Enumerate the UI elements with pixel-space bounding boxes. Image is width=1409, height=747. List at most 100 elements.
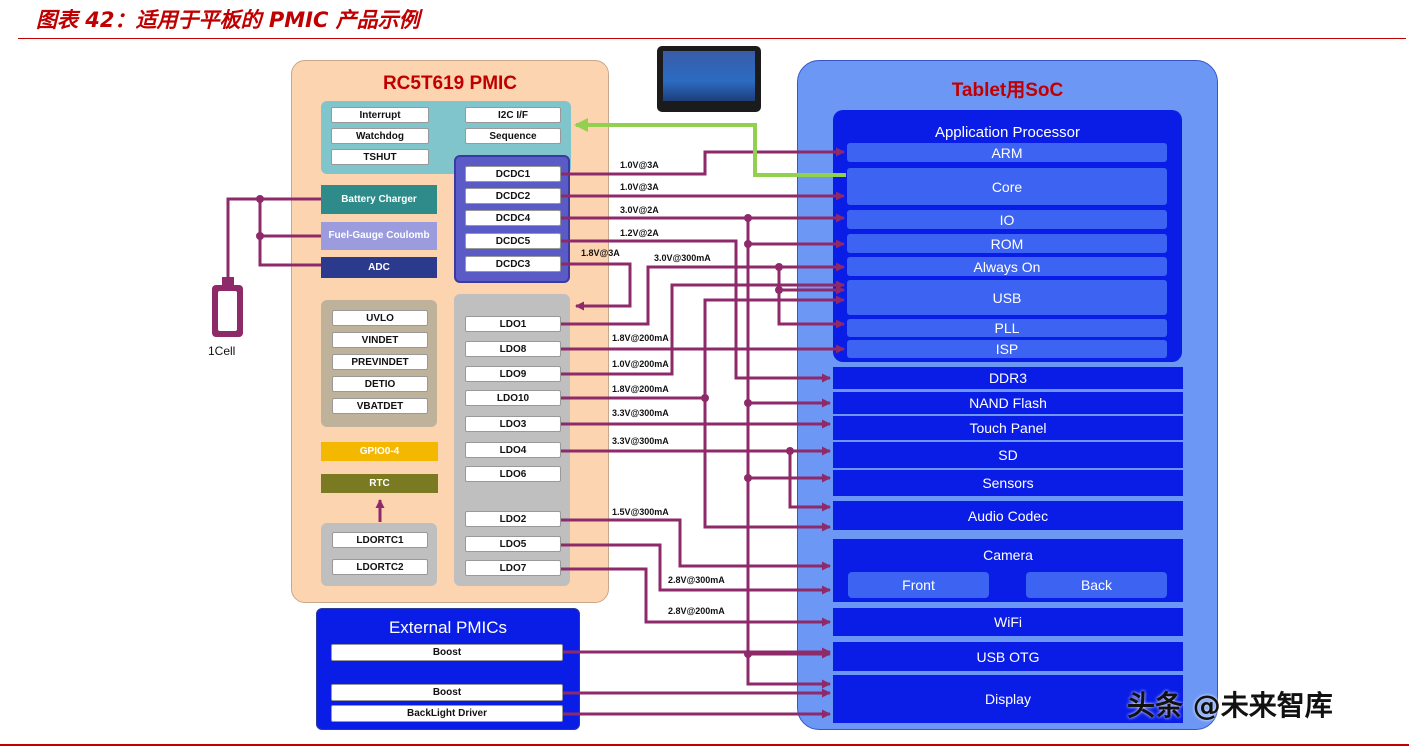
interrupt-block: Interrupt: [331, 107, 429, 123]
camera-front-block: Front: [848, 572, 989, 598]
rail-ldo4: 3.3V@300mA: [612, 436, 669, 446]
wire-ldo9: [561, 280, 845, 376]
rail-ldo2: 1.5V@300mA: [612, 507, 669, 517]
wire-bus-3v: [746, 218, 831, 689]
wire-dcdc5: [561, 239, 831, 383]
node-8: [775, 286, 783, 294]
rail-ldo10: 1.8V@200mA: [612, 384, 669, 394]
ldo8-block: LDO8: [465, 341, 561, 357]
sequence-block: Sequence: [465, 128, 561, 144]
node-10: [786, 447, 794, 455]
io-block: IO: [847, 210, 1167, 229]
ldo3-block: LDO3: [465, 416, 561, 432]
node-4: [744, 240, 752, 248]
node-7: [775, 263, 783, 271]
wire-ldo4-audio: [788, 451, 831, 512]
wire-i2c: [574, 118, 846, 177]
rail-dcdc3: 1.8V@3A: [581, 248, 620, 258]
usb-otg-block: USB OTG: [833, 642, 1183, 671]
cell-label: 1Cell: [208, 344, 236, 358]
tshut-block: TSHUT: [331, 149, 429, 165]
wire-ldo7: [561, 567, 831, 627]
ldo6-block: LDO6: [465, 466, 561, 482]
dcdc2-block: DCDC2: [465, 188, 561, 204]
backlight-driver-block: BackLight Driver: [331, 705, 563, 722]
node-3: [744, 214, 752, 222]
rail-ldo5: 2.8V@300mA: [668, 575, 725, 585]
external-pmics-title: External PMICs: [388, 618, 508, 637]
vindet-block: VINDET: [332, 332, 428, 348]
wire-ldo2: [561, 518, 831, 571]
rail-ldo7: 2.8V@200mA: [668, 606, 725, 616]
node-11: [744, 650, 752, 658]
wifi-block: WiFi: [833, 608, 1183, 636]
uvlo-block: UVLO: [332, 310, 428, 326]
camera-title: Camera: [983, 547, 1033, 563]
application-processor-title: Application Processor: [934, 124, 1081, 141]
rail-ldo9: 1.0V@200mA: [612, 359, 669, 369]
isp-block: ISP: [847, 340, 1167, 358]
ldo1-block: LDO1: [465, 316, 561, 332]
camera-back-block: Back: [1026, 572, 1167, 598]
rail-ldo3: 3.3V@300mA: [612, 408, 669, 418]
rom-block: ROM: [847, 234, 1167, 253]
wire-dcdc1: [561, 147, 845, 176]
ldortc2-block: LDORTC2: [332, 559, 428, 575]
bottom-rule: [0, 744, 1409, 746]
rail-dcdc2: 1.0V@3A: [620, 182, 659, 192]
sd-block: SD: [833, 442, 1183, 468]
core-block: Core: [847, 168, 1167, 205]
node-5: [744, 399, 752, 407]
pll-block: PLL: [847, 319, 1167, 337]
rail-ldo1: 3.0V@300mA: [654, 253, 711, 263]
ldo9-block: LDO9: [465, 366, 561, 382]
dcdc4-block: DCDC4: [465, 210, 561, 226]
wire-battery-adc: [258, 199, 321, 267]
ddr3-block: DDR3: [833, 367, 1183, 389]
pmic-title: RC5T619 PMIC: [382, 73, 518, 94]
node-6: [744, 474, 752, 482]
wire-ldo1: [561, 262, 845, 326]
rail-dcdc4: 3.0V@2A: [620, 205, 659, 215]
dcdc5-block: DCDC5: [465, 233, 561, 249]
usb-block: USB: [847, 280, 1167, 315]
watermark: 头条 @未来智库: [1127, 689, 1333, 722]
dcdc1-block: DCDC1: [465, 166, 561, 182]
dcdc3-block: DCDC3: [465, 256, 561, 272]
top-rule: [18, 38, 1406, 39]
ldo10-block: LDO10: [465, 390, 561, 406]
display-block: Display: [833, 675, 1183, 723]
nand-flash-block: NAND Flash: [833, 392, 1183, 414]
node-2: [256, 232, 264, 240]
battery-charger-block: Battery Charger: [321, 185, 437, 214]
ldo7-block: LDO7: [465, 560, 561, 576]
rail-dcdc5: 1.2V@2A: [620, 228, 659, 238]
gpio-block: GPIO0-4: [321, 442, 438, 461]
node-1: [256, 195, 264, 203]
always-on-block: Always On: [847, 257, 1167, 276]
node-9: [701, 394, 709, 402]
tablet-screen: [663, 51, 755, 101]
detio-block: DETIO: [332, 376, 428, 392]
battery-terminal: [222, 277, 234, 285]
wire-ldo10-usb: [703, 295, 845, 398]
audio-codec-block: Audio Codec: [833, 501, 1183, 530]
rtc-block: RTC: [321, 474, 438, 493]
rail-dcdc1: 1.0V@3A: [620, 160, 659, 170]
wire-dcdc3: [561, 262, 632, 311]
boost1-block: Boost: [331, 644, 563, 661]
battery-icon: [212, 285, 243, 337]
sensors-block: Sensors: [833, 470, 1183, 496]
boost2-block: Boost: [331, 684, 563, 701]
wire-ldo5: [561, 543, 831, 595]
ldo5-block: LDO5: [465, 536, 561, 552]
touch-panel-block: Touch Panel: [833, 416, 1183, 440]
ldo2-block: LDO2: [465, 511, 561, 527]
wire-pll: [777, 267, 845, 329]
wire-battery-charger: [226, 197, 321, 277]
arm-block: ARM: [847, 143, 1167, 162]
soc-title: Tablet用SoC: [951, 80, 1064, 101]
figure-title: 图表 42：适用于平板的 PMIC 产品示例: [36, 8, 420, 32]
watchdog-block: Watchdog: [331, 128, 429, 144]
